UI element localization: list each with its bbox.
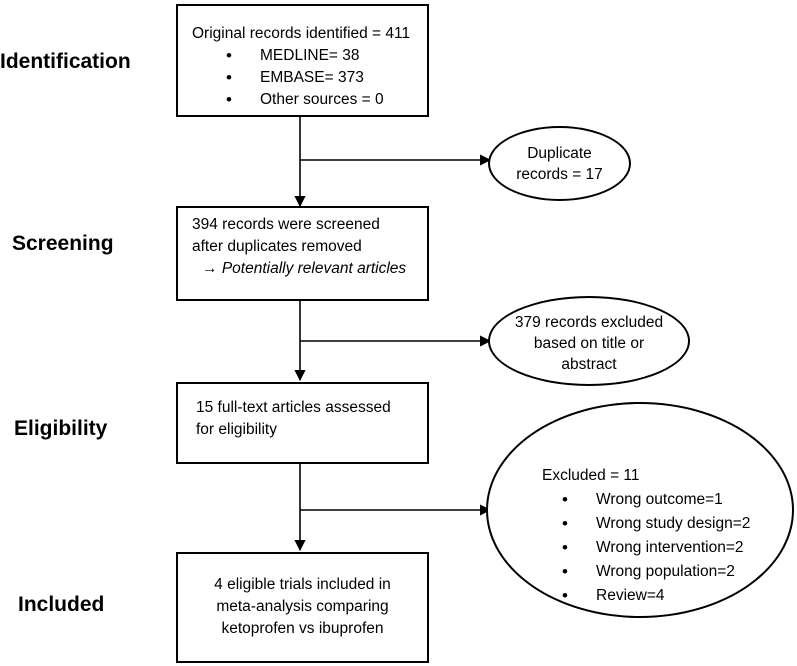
eligibility-box: 15 full-text articles assessed for eligi… [176,382,429,464]
included-box: 4 eligible trials included in meta-analy… [176,552,429,663]
stage-label-identification: Identification [0,50,131,73]
fulltext-text-line2: for eligibility [196,421,277,438]
excluded-screening-line2: based on title or [533,335,645,352]
duplicates-text-line2: records = 17 [516,166,603,183]
relevant-articles-text: Potentially relevant articles [221,260,407,277]
relevant-articles-line: → Potentially relevant articles [192,258,419,280]
screening-box: 394 records were screened after duplicat… [176,206,429,301]
reason-review: Review=4 [488,584,792,608]
excluded-screening-line1: 379 records excluded [514,314,664,331]
reason-wrong-study-design: Wrong study design=2 [488,512,792,536]
sources-list: MEDLINE= 38 EMBASE= 373 Other sources = … [192,45,417,111]
included-text-line3: ketoprofen vs ibuprofen [221,620,384,637]
stage-label-included: Included [18,593,105,616]
fulltext-text-line1: 15 full-text articles assessed [196,399,391,416]
right-arrow-icon: → [202,260,218,277]
exclusion-reasons-list: Wrong outcome=1 Wrong study design=2 Wro… [488,488,792,608]
duplicates-ellipse: Duplicate records = 17 [488,126,631,201]
screened-text-line1: 394 records were screened [192,216,380,233]
reason-wrong-population: Wrong population=2 [488,560,792,584]
source-medline: MEDLINE= 38 [192,45,417,67]
screened-text-line2: after duplicates removed [192,238,362,255]
stage-label-eligibility: Eligibility [14,417,108,440]
reason-wrong-intervention: Wrong intervention=2 [488,536,792,560]
source-embase: EMBASE= 373 [192,67,417,89]
excluded-screening-ellipse: 379 records excluded based on title or a… [488,296,690,386]
stage-label-screening: Screening [12,232,114,255]
included-text-line1: 4 eligible trials included in [214,576,391,593]
duplicates-text-line1: Duplicate [527,145,592,162]
source-other: Other sources = 0 [192,89,417,111]
excluded-screening-line3: abstract [561,356,617,373]
identification-box: Original records identified = 411 MEDLIN… [176,4,429,117]
excluded-eligibility-title: Excluded = 11 [542,467,640,484]
included-text-line2: meta-analysis comparing [216,598,389,615]
reason-wrong-outcome: Wrong outcome=1 [488,488,792,512]
records-identified-text: Original records identified = 411 [192,25,411,42]
excluded-eligibility-ellipse: Excluded = 11 Wrong outcome=1 Wrong stud… [486,402,794,618]
